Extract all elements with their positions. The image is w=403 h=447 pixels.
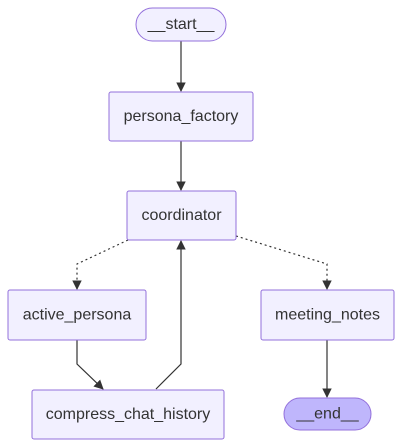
node-compress-chat-history[interactable]: compress_chat_history [31, 389, 225, 440]
node-persona-factory[interactable]: persona_factory [108, 91, 254, 142]
node-start-shape [135, 7, 227, 42]
node-end-shape [283, 397, 372, 431]
edges [72, 41, 332, 398]
node-meeting-notes-shape [260, 289, 395, 341]
node-coordinator[interactable]: coordinator [126, 190, 237, 241]
node-coordinator-shape [126, 190, 237, 241]
edge-compress-chat-history-to-coordinator [155, 240, 186, 390]
node-coordinator-label: coordinator [141, 207, 222, 224]
node-compress-chat-history-label: compress_chat_history [46, 406, 211, 423]
edge-coordinator-to-active-persona [72, 239, 129, 290]
node-active-persona-label: active_persona [23, 307, 132, 324]
node-compress-chat-history-shape [31, 389, 225, 440]
node-start-label: __start__ [147, 16, 216, 33]
node-active-persona[interactable]: active_persona [7, 289, 147, 341]
node-persona-factory-shape [108, 91, 254, 142]
node-start[interactable]: __start__ [135, 7, 227, 42]
node-meeting-notes-label: meeting_notes [275, 307, 380, 324]
edge-active-persona-to-compress-chat-history [76, 340, 104, 390]
node-meeting-notes[interactable]: meeting_notes [260, 289, 395, 341]
node-persona-factory-label: persona_factory [124, 108, 239, 125]
edge-coordinator-to-meeting-notes [235, 235, 332, 290]
node-end-label: __end__ [295, 406, 359, 423]
node-end[interactable]: __end__ [283, 397, 372, 431]
node-active-persona-shape [7, 289, 147, 341]
